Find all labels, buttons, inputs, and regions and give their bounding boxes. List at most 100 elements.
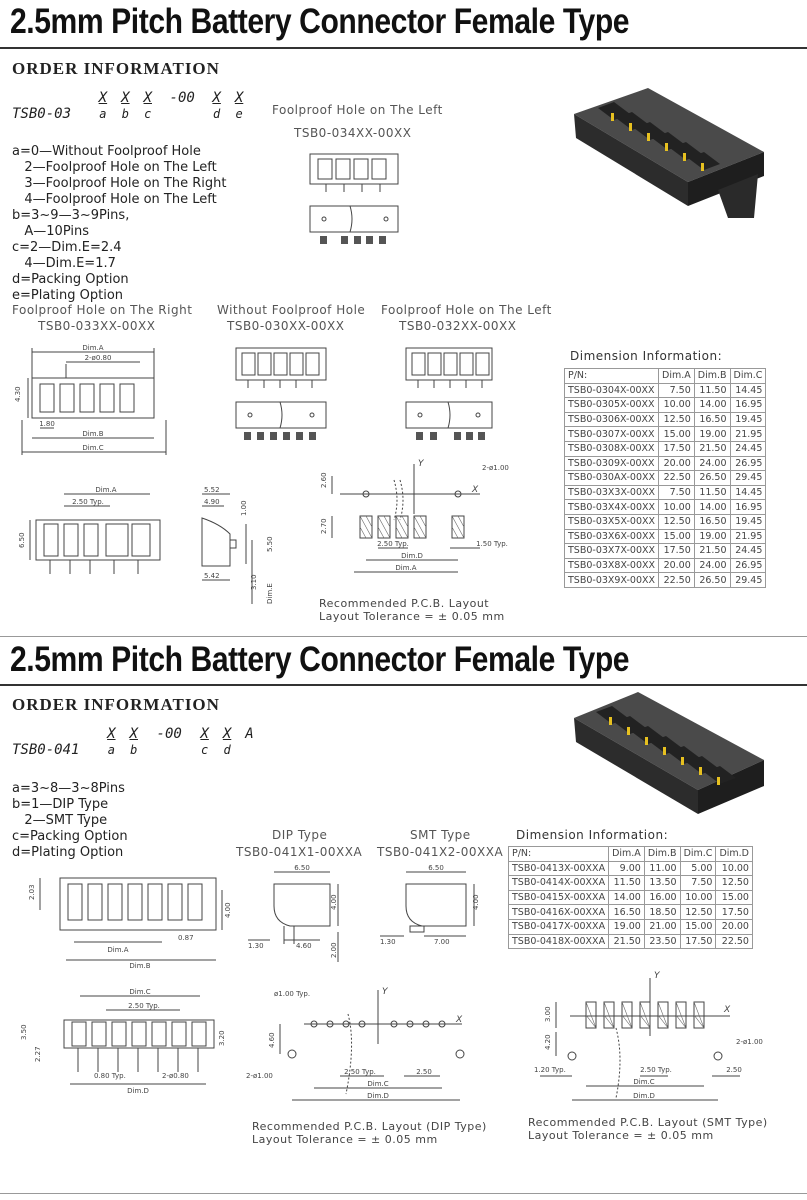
h350-label: 3.50: [20, 1024, 28, 1040]
s2-dim-d-label: Dim.D: [127, 1087, 149, 1095]
smt-caption: SMT Type: [410, 828, 471, 842]
table-cell: 14.00: [693, 397, 731, 413]
section2-front-drawing-2: Dim.C 2.50 Typ. 3.50 2.27 3.20 0.80 Typ.…: [20, 988, 226, 1095]
layout-note-line: Layout Tolerance = ± 0.05 mm: [252, 1133, 438, 1146]
table-cell: 16.95: [729, 499, 767, 515]
smt-h300-label: 3.00: [544, 1006, 552, 1022]
section1-options: a=0—Without Foolproof Hole 2—Foolproof H…: [12, 128, 226, 320]
table-cell: 24.45: [729, 440, 767, 457]
table-cell: TSB0-0415X-00XXA: [507, 889, 610, 906]
front-dimension-drawing: Dim.A 2-ø0.80 4.30 1.80 Dim.B Dim.C: [14, 344, 167, 455]
table-cell: 21.50: [693, 440, 731, 457]
w120typ-label: 1.20 Typ.: [534, 1066, 566, 1074]
side-view-drawing: 5.52 4.90 1.00 5.50 5.42 3.10 Dim.E: [201, 486, 274, 604]
table-cell: 23.50: [643, 933, 681, 950]
dip-h460-label: 4.60: [268, 1032, 276, 1048]
option-line: 3—Foolproof Hole on The Right: [12, 176, 227, 191]
table-header-cell: P/N:: [507, 846, 610, 862]
table-cell: 15.00: [658, 426, 695, 442]
section2-title: 2.5mm Pitch Battery Connector Female Typ…: [10, 640, 630, 679]
option-line: d=Packing Option: [12, 272, 129, 287]
smt-pn: TSB0-041X2-00XXA: [377, 845, 504, 859]
table-cell: 21.95: [729, 528, 767, 545]
pcb-dim-a-label: Dim.A: [395, 564, 416, 572]
table-cell: 17.50: [715, 904, 753, 920]
h100-label: 1.00: [240, 500, 248, 516]
option-line: c=Packing Option: [12, 829, 128, 844]
table-cell: 19.00: [608, 918, 645, 935]
table-cell: 29.45: [729, 572, 767, 588]
table-cell: 7.50: [658, 382, 695, 399]
section2-rule: [0, 684, 807, 686]
table-cell: 7.50: [658, 484, 695, 501]
table-cell: 17.50: [679, 933, 717, 950]
option-line: b=3~9—3~9Pins,: [12, 208, 130, 223]
w542-label: 5.42: [204, 572, 220, 580]
table-cell: 20.00: [715, 918, 753, 935]
h270-label: 2.70: [320, 518, 328, 534]
table-header-cell: Dim.A: [608, 846, 645, 862]
table-cell: 15.00: [679, 918, 717, 935]
table-cell: 12.50: [679, 904, 717, 920]
s2-hole080-label: 2-ø0.80: [162, 1072, 189, 1080]
section1-layout-note: Recommended P.C.B. Layout Layout Toleran…: [319, 597, 505, 623]
table-cell: 16.50: [693, 513, 731, 530]
s2-dim-a-label: Dim.A: [107, 946, 128, 954]
dip-w650-label: 6.50: [294, 864, 310, 872]
table-cell: TSB0-03X7X-00XX: [563, 543, 660, 559]
section-divider: [0, 636, 807, 637]
table-cell: TSB0-0414X-00XXA: [507, 875, 610, 891]
table-cell: TSB0-0307X-00XX: [563, 426, 660, 442]
table-cell: TSB0-0306X-00XX: [563, 411, 660, 428]
table-cell: 17.50: [658, 440, 695, 457]
table-cell: 21.50: [608, 933, 645, 950]
table-header-cell: Dim.B: [693, 368, 731, 384]
dip-dim-d-label: Dim.D: [367, 1092, 389, 1100]
table-cell: 16.50: [608, 904, 645, 920]
dip-layout-note: Recommended P.C.B. Layout (DIP Type) Lay…: [252, 1120, 487, 1146]
section1-dim-heading: Dimension Information:: [570, 349, 723, 363]
pcb-dim-d-label: Dim.D: [401, 552, 423, 560]
table-cell: TSB0-03X5X-00XX: [563, 513, 660, 530]
table-cell: 24.00: [693, 557, 731, 574]
section2-order-heading: ORDER INFORMATION: [12, 695, 220, 714]
table-cell: TSB0-03X8X-00XX: [563, 557, 660, 574]
hole100typ-label: ø1.00 Typ.: [274, 990, 310, 998]
table-cell: 13.50: [643, 875, 681, 891]
table-cell: 15.00: [715, 889, 753, 906]
table-cell: 29.45: [729, 470, 767, 486]
dip-dim-c-label: Dim.C: [367, 1080, 388, 1088]
dip-pn: TSB0-041X1-00XXA: [236, 845, 363, 859]
w250typ-label: 2.50 Typ.: [72, 498, 104, 506]
table-cell: 26.95: [729, 455, 767, 472]
option-line: A—10Pins: [12, 224, 90, 239]
option-line: 4—Foolproof Hole on The Left: [12, 192, 217, 207]
table-cell: 16.50: [693, 411, 731, 428]
dip-pcb-layout: ø1.00 Typ. Y X 4.60 2-ø1.00 2.50 Typ. 2.…: [246, 987, 465, 1101]
w150typ-label: 1.50 Typ.: [476, 540, 508, 548]
pcb-layout-drawing: Y X 2-ø1.00 2.60 2.70 2.50 Typ. 1.50 Typ…: [320, 459, 509, 573]
smt-x-label: X: [723, 1005, 731, 1015]
section1-title: 2.5mm Pitch Battery Connector Female Typ…: [10, 2, 630, 41]
smt-w250typ-label: 2.50 Typ.: [640, 1066, 672, 1074]
connector-3d-render: [574, 88, 764, 218]
dim-a-label-2: Dim.A: [95, 486, 116, 494]
option-line: e=Plating Option: [12, 288, 124, 303]
pcb-y-label: Y: [418, 459, 425, 469]
option-line: c=2—Dim.E=2.4: [12, 240, 122, 255]
view-pn-without: TSB0-030XX-00XX: [227, 319, 345, 333]
table-cell: 16.95: [729, 397, 767, 413]
table-cell: TSB0-0416X-00XXA: [507, 904, 610, 920]
dip-y-label: Y: [382, 987, 389, 997]
table-cell: 10.00: [658, 397, 695, 413]
